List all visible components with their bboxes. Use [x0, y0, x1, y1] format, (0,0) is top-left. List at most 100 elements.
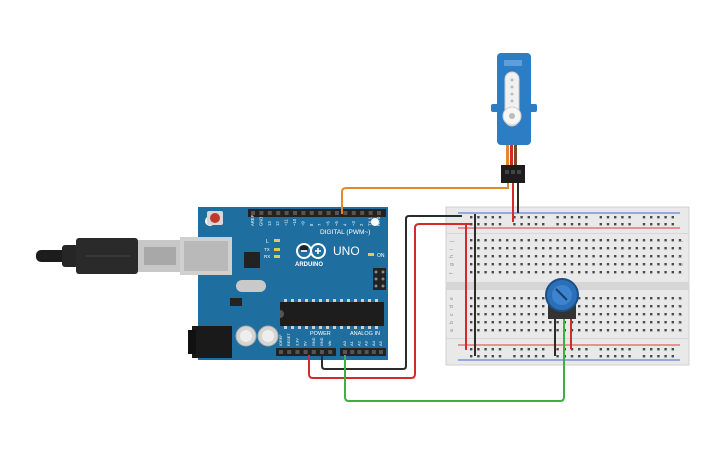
- breadboard-hole[interactable]: [614, 297, 617, 300]
- breadboard-hole[interactable]: [542, 239, 545, 242]
- breadboard-hole[interactable]: [678, 297, 682, 300]
- digital-pin-hole[interactable]: [276, 211, 281, 215]
- breadboard-hole[interactable]: [527, 271, 530, 274]
- digital-pin-hole[interactable]: [301, 211, 306, 215]
- breadboard-rail-hole[interactable]: [563, 223, 566, 226]
- breadboard-hole[interactable]: [520, 255, 523, 258]
- breadboard-hole[interactable]: [506, 305, 509, 308]
- breadboard-hole[interactable]: [534, 305, 538, 308]
- breadboard-hole[interactable]: [599, 297, 602, 300]
- breadboard-hole[interactable]: [513, 313, 516, 316]
- breadboard-hole[interactable]: [628, 329, 631, 332]
- breadboard-hole[interactable]: [542, 321, 545, 324]
- breadboard-rail-hole[interactable]: [484, 216, 487, 219]
- breadboard-hole[interactable]: [520, 313, 523, 316]
- breadboard-hole[interactable]: [635, 321, 638, 324]
- breadboard-hole[interactable]: [506, 313, 509, 316]
- breadboard-hole[interactable]: [470, 255, 473, 258]
- breadboard-rail-hole[interactable]: [556, 355, 559, 358]
- digital-pin-hole[interactable]: [267, 211, 272, 215]
- digital-pin-hole[interactable]: [360, 211, 365, 215]
- breadboard-hole[interactable]: [484, 305, 487, 308]
- potentiometer[interactable]: [545, 278, 579, 319]
- breadboard-rail-hole[interactable]: [599, 355, 602, 358]
- breadboard-hole[interactable]: [671, 321, 674, 324]
- breadboard-hole[interactable]: [664, 239, 667, 242]
- digital-pin-hole[interactable]: [326, 211, 331, 215]
- breadboard-hole[interactable]: [498, 247, 502, 250]
- breadboard-hole[interactable]: [549, 239, 552, 242]
- breadboard-hole[interactable]: [628, 247, 631, 250]
- breadboard-hole[interactable]: [520, 247, 523, 250]
- breadboard-hole[interactable]: [657, 305, 660, 308]
- breadboard-hole[interactable]: [570, 247, 574, 250]
- breadboard-hole[interactable]: [563, 247, 566, 250]
- breadboard-rail-hole[interactable]: [614, 348, 617, 351]
- breadboard-hole[interactable]: [628, 255, 631, 258]
- breadboard-hole[interactable]: [563, 239, 566, 242]
- breadboard-rail-hole[interactable]: [657, 216, 660, 219]
- breadboard-hole[interactable]: [506, 271, 509, 274]
- breadboard-hole[interactable]: [642, 329, 646, 332]
- breadboard-hole[interactable]: [606, 321, 610, 324]
- breadboard-hole[interactable]: [542, 329, 545, 332]
- breadboard-hole[interactable]: [570, 239, 574, 242]
- breadboard-hole[interactable]: [477, 239, 480, 242]
- breadboard-rail-hole[interactable]: [491, 216, 494, 219]
- breadboard-hole[interactable]: [556, 329, 559, 332]
- breadboard-hole[interactable]: [578, 263, 581, 266]
- breadboard-rail-hole[interactable]: [527, 223, 530, 226]
- breadboard-hole[interactable]: [563, 271, 566, 274]
- digital-pin-hole[interactable]: [284, 211, 289, 215]
- breadboard-hole[interactable]: [650, 239, 653, 242]
- breadboard-rail-hole[interactable]: [650, 223, 653, 226]
- breadboard-hole[interactable]: [657, 271, 660, 274]
- breadboard-hole[interactable]: [498, 255, 502, 258]
- breadboard-hole[interactable]: [578, 297, 581, 300]
- breadboard-hole[interactable]: [606, 271, 610, 274]
- breadboard-hole[interactable]: [606, 247, 610, 250]
- breadboard-hole[interactable]: [513, 271, 516, 274]
- breadboard-hole[interactable]: [556, 255, 559, 258]
- breadboard-rail-hole[interactable]: [585, 216, 588, 219]
- breadboard-hole[interactable]: [585, 297, 588, 300]
- breadboard-hole[interactable]: [513, 255, 516, 258]
- breadboard-hole[interactable]: [585, 321, 588, 324]
- breadboard-rail-hole[interactable]: [498, 348, 502, 351]
- breadboard-hole[interactable]: [628, 239, 631, 242]
- breadboard-hole[interactable]: [527, 263, 530, 266]
- breadboard-rail-hole[interactable]: [657, 355, 660, 358]
- breadboard-hole[interactable]: [592, 271, 595, 274]
- breadboard-rail-hole[interactable]: [520, 223, 523, 226]
- power-pin-hole[interactable]: [311, 350, 316, 354]
- breadboard-hole[interactable]: [678, 263, 682, 266]
- breadboard-hole[interactable]: [556, 247, 559, 250]
- breadboard-hole[interactable]: [484, 255, 487, 258]
- breadboard-hole[interactable]: [592, 239, 595, 242]
- digital-pin-hole[interactable]: [318, 211, 323, 215]
- analog-pin-hole[interactable]: [371, 350, 376, 354]
- breadboard-hole[interactable]: [585, 247, 588, 250]
- breadboard-hole[interactable]: [650, 263, 653, 266]
- breadboard-hole[interactable]: [498, 329, 502, 332]
- breadboard-rail-hole[interactable]: [570, 216, 574, 219]
- breadboard-hole[interactable]: [578, 305, 581, 308]
- breadboard-rail-hole[interactable]: [477, 355, 480, 358]
- breadboard-hole[interactable]: [628, 297, 631, 300]
- breadboard-hole[interactable]: [542, 297, 545, 300]
- breadboard-rail-hole[interactable]: [498, 216, 502, 219]
- breadboard-rail-hole[interactable]: [650, 355, 653, 358]
- breadboard-rail-hole[interactable]: [578, 216, 581, 219]
- breadboard-hole[interactable]: [578, 321, 581, 324]
- breadboard-hole[interactable]: [513, 305, 516, 308]
- breadboard-hole[interactable]: [621, 239, 624, 242]
- breadboard-hole[interactable]: [542, 255, 545, 258]
- breadboard-hole[interactable]: [534, 321, 538, 324]
- breadboard-hole[interactable]: [491, 305, 494, 308]
- breadboard-hole[interactable]: [621, 271, 624, 274]
- breadboard-hole[interactable]: [585, 305, 588, 308]
- breadboard-rail-hole[interactable]: [606, 355, 610, 358]
- digital-pin-hole[interactable]: [309, 211, 314, 215]
- breadboard-rail-hole[interactable]: [470, 355, 473, 358]
- breadboard-rail-hole[interactable]: [599, 216, 602, 219]
